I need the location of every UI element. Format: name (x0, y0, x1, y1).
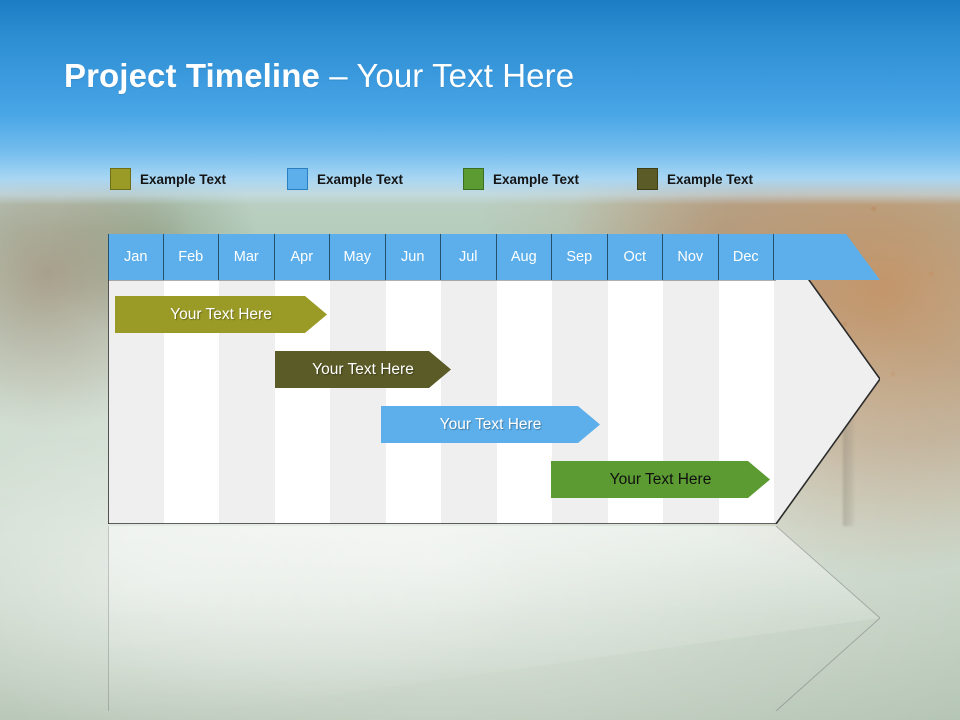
page-title-bold: Project Timeline (64, 57, 320, 94)
legend-color-swatch (463, 168, 484, 190)
task-bar-label: Your Text Here (439, 415, 542, 433)
task-bar-label: Your Text Here (170, 305, 272, 323)
legend-item: Example Text (110, 168, 226, 190)
legend-color-swatch (287, 168, 308, 190)
legend-item-label: Example Text (667, 171, 754, 187)
legend-item-label: Example Text (317, 171, 404, 187)
task-bar-4[interactable]: Your Text Here (551, 461, 770, 498)
task-bar-3[interactable]: Your Text Here (381, 406, 600, 443)
month-header-jan[interactable]: Jan (108, 234, 164, 280)
month-header-jul[interactable]: Jul (441, 234, 497, 280)
month-header-aug[interactable]: Aug (496, 234, 552, 280)
legend: Example Text Example Text Example Text Exam… (110, 168, 830, 196)
month-header-may[interactable]: May (330, 234, 386, 280)
month-header-sep[interactable]: Sep (552, 234, 608, 280)
month-header-arrow-cap (774, 234, 880, 280)
legend-item: Example Text (287, 168, 403, 190)
page-title-regular: – Your Text Here (319, 57, 575, 94)
month-header-jun[interactable]: Jun (385, 234, 441, 280)
month-header-feb[interactable]: Feb (163, 234, 219, 280)
task-bar-2[interactable]: Your Text Here (275, 351, 451, 388)
legend-color-swatch (110, 168, 131, 190)
month-header-dec[interactable]: Dec (718, 234, 774, 280)
month-header-nov[interactable]: Nov (663, 234, 719, 280)
legend-item: Example Text (463, 168, 579, 190)
month-header-mar[interactable]: Mar (219, 234, 275, 280)
legend-item-label: Example Text (493, 171, 580, 187)
task-bar-label: Your Text Here (312, 360, 414, 378)
legend-item: Example Text (637, 168, 753, 190)
task-bar-label: Your Text Here (609, 470, 712, 488)
task-bar-1[interactable]: Your Text Here (115, 296, 327, 333)
month-header-oct[interactable]: Oct (607, 234, 663, 280)
page-title: Project Timeline – Your Text Here (64, 57, 574, 95)
month-header-apr[interactable]: Apr (274, 234, 330, 280)
legend-color-swatch (637, 168, 658, 190)
legend-item-label: Example Text (140, 171, 227, 187)
